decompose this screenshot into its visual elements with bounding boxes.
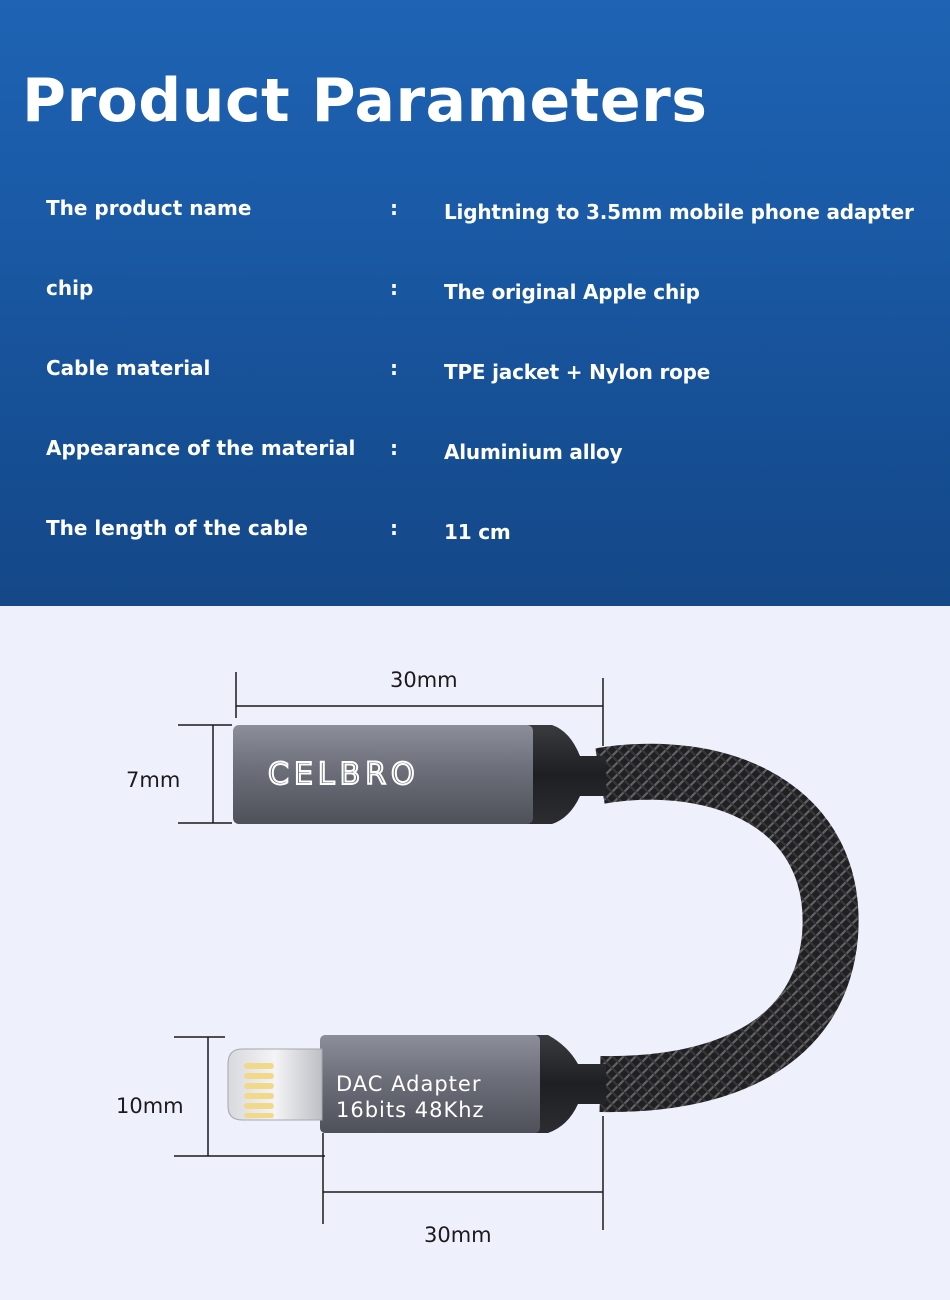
top-height-label: 7mm bbox=[126, 768, 180, 792]
param-label: The length of the cable bbox=[46, 516, 308, 540]
product-label-line2: 16bits 48Khz bbox=[336, 1098, 485, 1122]
param-label: The product name bbox=[46, 196, 252, 220]
brand-logo: CELBRO bbox=[268, 757, 420, 792]
param-value: Aluminium alloy bbox=[444, 440, 623, 464]
parameters-panel: Product Parameters The product name : Li… bbox=[0, 0, 950, 606]
param-separator: : bbox=[390, 196, 398, 220]
param-row-product-name: The product name : Lightning to 3.5mm mo… bbox=[0, 196, 950, 236]
braided-cable bbox=[595, 743, 859, 1113]
param-separator: : bbox=[390, 436, 398, 460]
param-separator: : bbox=[390, 516, 398, 540]
jack-collar bbox=[520, 725, 606, 824]
lightning-collar bbox=[530, 1035, 606, 1133]
param-value: Lightning to 3.5mm mobile phone adapter bbox=[444, 200, 914, 224]
param-row-cable-material: Cable material : TPE jacket + Nylon rope bbox=[0, 356, 950, 396]
product-label-line1: DAC Adapter bbox=[336, 1072, 481, 1096]
param-row-appearance-material: Appearance of the material : Aluminium a… bbox=[0, 436, 950, 476]
param-value: The original Apple chip bbox=[444, 280, 700, 304]
param-label: Appearance of the material bbox=[46, 436, 356, 460]
param-value: TPE jacket + Nylon rope bbox=[444, 360, 711, 384]
lightning-connector: DAC Adapter 16bits 48Khz bbox=[227, 1035, 606, 1133]
param-row-chip: chip : The original Apple chip bbox=[0, 276, 950, 316]
page-title: Product Parameters bbox=[22, 66, 708, 136]
audio-jack-connector: CELBRO bbox=[233, 725, 606, 824]
param-row-cable-length: The length of the cable : 11 cm bbox=[0, 516, 950, 556]
param-separator: : bbox=[390, 276, 398, 300]
dimension-lines bbox=[174, 672, 604, 1230]
lightning-housing bbox=[320, 1035, 540, 1133]
product-dimension-panel bbox=[0, 606, 950, 1300]
cable-outline bbox=[595, 743, 859, 1113]
param-label: Cable material bbox=[46, 356, 211, 380]
top-width-label: 30mm bbox=[390, 668, 458, 692]
bottom-height-label: 10mm bbox=[116, 1094, 184, 1118]
bottom-width-label: 30mm bbox=[424, 1223, 492, 1247]
product-dimension-drawing: CELBRO DAC Adapter 16bits 48Khz bbox=[116, 668, 859, 1247]
lightning-pins bbox=[244, 1063, 274, 1118]
jack-housing bbox=[233, 725, 533, 824]
param-value: 11 cm bbox=[444, 520, 511, 544]
param-label: chip bbox=[46, 276, 94, 300]
param-separator: : bbox=[390, 356, 398, 380]
lightning-plug bbox=[227, 1048, 323, 1121]
